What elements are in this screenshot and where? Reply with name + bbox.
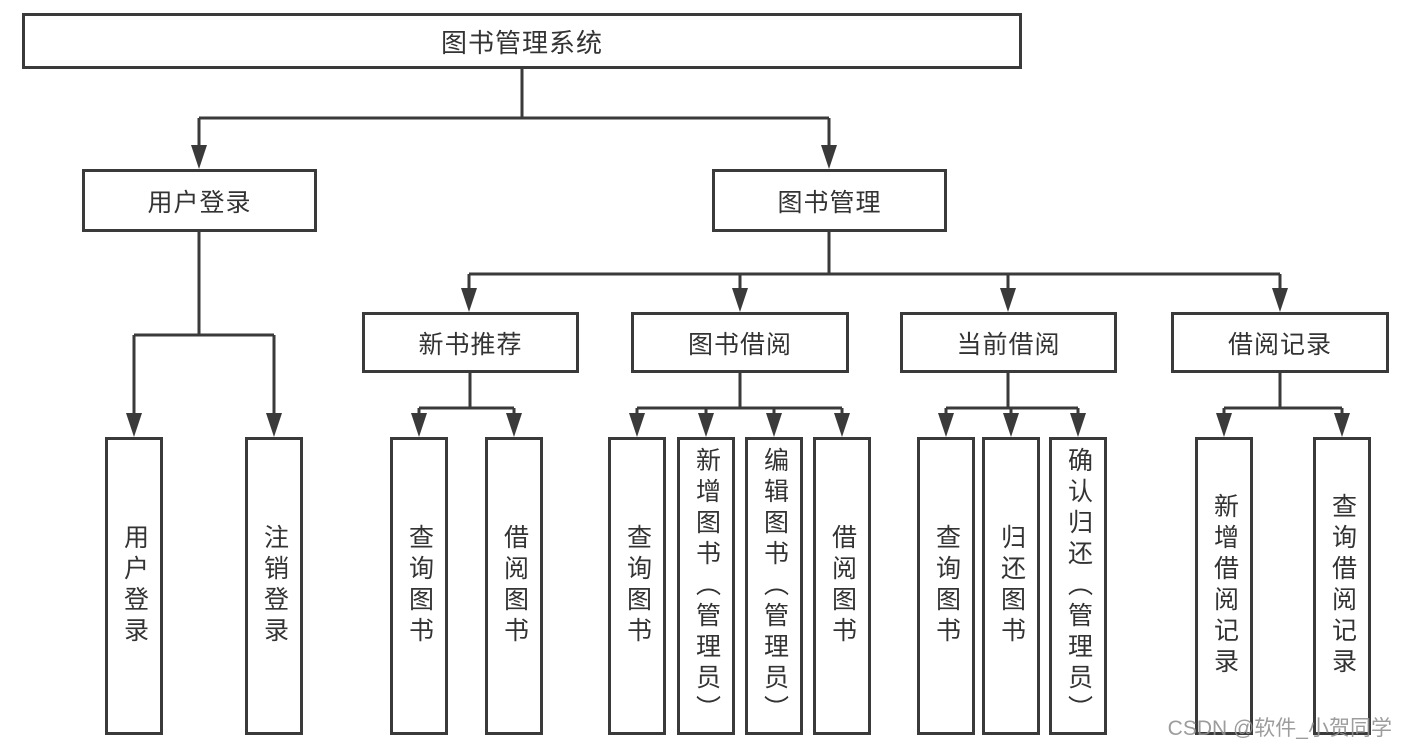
node-label: 用户登录 <box>147 188 252 217</box>
node-confirm-return-admin: 确认归还（管理员） <box>1049 437 1107 735</box>
arrowhead-icon <box>834 413 850 437</box>
node-query-books-newbook: 查询图书 <box>390 437 448 735</box>
node-borrow-books-newbook: 借阅图书 <box>485 437 543 735</box>
node-add-borrow-record: 新增借阅记录 <box>1195 437 1253 735</box>
node-return-books: 归还图书 <box>982 437 1040 735</box>
arrowhead-icon <box>1216 413 1232 437</box>
node-label: 图书管理 <box>777 188 882 217</box>
arrowhead-icon <box>191 145 207 169</box>
arrowhead-icon <box>461 288 477 312</box>
edge-borrowrecord-to-children <box>1222 373 1344 420</box>
arrowhead-icon <box>506 413 522 437</box>
node-label: 查询图书 <box>405 524 434 648</box>
arrowhead-icon <box>126 413 142 437</box>
node-label: 新书推荐 <box>418 330 523 359</box>
arrowhead-icon <box>1070 413 1086 437</box>
node-add-books-admin: 新增图书（管理员） <box>677 437 735 735</box>
arrowhead-icon <box>629 413 645 437</box>
node-book-borrowing: 图书借阅 <box>631 312 849 373</box>
node-book-management: 图书管理 <box>712 169 947 232</box>
node-edit-books-admin: 编辑图书（管理员） <box>745 437 803 735</box>
node-query-books-current: 查询图书 <box>917 437 975 735</box>
arrowhead-icon <box>766 413 782 437</box>
node-user-login-leaf: 用户登录 <box>105 437 163 735</box>
node-logout: 注销登录 <box>245 437 303 735</box>
node-query-books-borrowing: 查询图书 <box>608 437 666 735</box>
node-label: 用户登录 <box>120 524 149 648</box>
node-current-borrowing: 当前借阅 <box>900 312 1117 373</box>
arrowhead-icon <box>1334 413 1350 437</box>
node-label: 确认归还（管理员） <box>1064 446 1093 726</box>
node-borrowing-records: 借阅记录 <box>1171 312 1389 373</box>
node-new-book-recommend: 新书推荐 <box>362 312 579 373</box>
edge-bookborrow-to-children <box>635 373 844 420</box>
node-query-borrow-record: 查询借阅记录 <box>1313 437 1371 735</box>
node-label: 借阅图书 <box>500 524 529 648</box>
node-label: 查询借阅记录 <box>1328 493 1357 679</box>
edge-newbook-to-children <box>417 373 516 420</box>
arrowhead-icon <box>938 413 954 437</box>
node-label: 编辑图书（管理员） <box>760 446 789 726</box>
edge-currentborrow-to-children <box>944 373 1080 420</box>
node-library-management-system: 图书管理系统 <box>22 13 1022 69</box>
node-label: 注销登录 <box>260 524 289 648</box>
edge-userlogin-to-children <box>132 232 276 420</box>
arrowhead-icon <box>411 413 427 437</box>
arrowhead-icon <box>266 413 282 437</box>
node-user-login: 用户登录 <box>82 169 317 232</box>
watermark: CSDN @软件_小贺同学 <box>1167 717 1392 740</box>
node-label: 新增图书（管理员） <box>692 446 721 726</box>
node-borrow-books-borrowing: 借阅图书 <box>813 437 871 735</box>
node-label: 图书借阅 <box>687 330 792 359</box>
node-label: 查询图书 <box>932 524 961 648</box>
node-label: 当前借阅 <box>956 330 1061 359</box>
edge-root-to-level2 <box>197 69 831 152</box>
edge-bookmgmt-to-children <box>467 232 1282 295</box>
arrowhead-icon <box>1000 288 1016 312</box>
node-label: 归还图书 <box>997 524 1026 648</box>
arrowhead-icon <box>1272 288 1288 312</box>
arrowhead-icon <box>821 145 837 169</box>
node-label: 借阅图书 <box>828 524 857 648</box>
node-label: 新增借阅记录 <box>1210 493 1239 679</box>
arrowheads <box>126 145 1350 437</box>
node-label: 图书管理系统 <box>440 27 603 58</box>
node-label: 查询图书 <box>623 524 652 648</box>
node-label: 借阅记录 <box>1227 330 1332 359</box>
arrowhead-icon <box>732 288 748 312</box>
arrowhead-icon <box>1003 413 1019 437</box>
arrowhead-icon <box>698 413 714 437</box>
